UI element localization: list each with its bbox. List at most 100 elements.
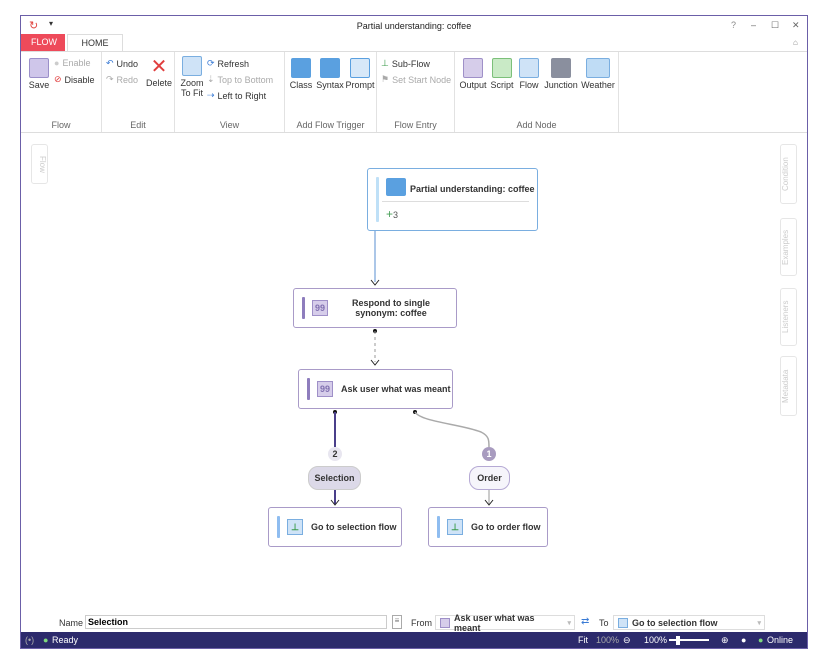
delete-button[interactable]: ✕Delete: [146, 56, 172, 88]
save-button[interactable]: Save: [27, 58, 51, 90]
output-node-ask[interactable]: 99 Ask user what was meant: [298, 369, 453, 409]
class-label: Class: [289, 80, 313, 90]
check-icon: ●: [54, 58, 60, 68]
script-label: Script: [490, 80, 514, 90]
node-bar: [376, 177, 379, 222]
prompt-trigger-button[interactable]: Prompt: [345, 58, 375, 90]
prompt-label: Prompt: [345, 80, 375, 90]
zoom-slider-thumb[interactable]: [676, 636, 680, 645]
to-fit-label: To Fit: [180, 88, 203, 98]
weather-icon: [586, 58, 610, 78]
ribbon-group-add-node: Output Script Flow Junction Weather Add …: [455, 52, 619, 132]
help-button[interactable]: ?: [731, 20, 737, 30]
set-start-node-button[interactable]: ⚑Set Start Node: [381, 74, 451, 85]
to-select[interactable]: Go to selection flow▾: [613, 615, 765, 630]
flow-icon: [519, 58, 539, 78]
refresh-label: Refresh: [217, 58, 250, 69]
set-start-label: Set Start Node: [392, 74, 452, 85]
node-title: Go to selection flow: [311, 522, 397, 532]
syntax-icon: [320, 58, 340, 78]
close-button[interactable]: ✕: [792, 20, 800, 30]
ribbon-group-edit: ↶Undo ↷Redo ✕Delete Edit: [102, 52, 175, 132]
from-value: Ask user what was meant: [454, 612, 535, 633]
syntax-trigger-button[interactable]: Syntax: [315, 58, 345, 90]
undo-label: Undo: [116, 58, 139, 69]
node-title: Ask user what was meant: [341, 384, 451, 394]
ribbon-group-trigger: Class Syntax Prompt Add Flow Trigger: [285, 52, 377, 132]
ribbon: Save ●Enable ⊘Disable Flow ↶Undo ↷Redo ✕…: [21, 51, 807, 133]
app-window: ↻ ▾ Partial understanding: coffee ? – ☐ …: [20, 15, 808, 649]
status-text: Ready: [52, 635, 79, 645]
minimize-button[interactable]: –: [751, 20, 757, 30]
arrow-icon: [370, 279, 380, 286]
top-bottom-label: Top to Bottom: [217, 74, 274, 85]
node-title: Respond to single synonym: coffee: [351, 298, 430, 318]
add-script-button[interactable]: Script: [489, 58, 515, 90]
to-value: Go to selection flow: [632, 617, 718, 628]
disable-icon: ⊘: [54, 74, 62, 84]
from-label: From: [411, 618, 432, 628]
prompt-icon: [350, 58, 370, 78]
refresh-button[interactable]: ⟳Refresh: [207, 58, 249, 69]
notes-icon[interactable]: ≡: [392, 615, 402, 629]
fit-button[interactable]: Fit: [578, 635, 588, 645]
undo-icon: ↶: [106, 58, 114, 68]
from-select[interactable]: Ask user what was meant▾: [435, 612, 575, 633]
enable-button[interactable]: ●Enable: [54, 58, 90, 68]
disable-button[interactable]: ⊘Disable: [54, 74, 95, 85]
zoom-slider[interactable]: [669, 639, 709, 641]
online-dot-icon: ●: [758, 635, 764, 645]
group-label: View: [219, 120, 240, 130]
redo-button[interactable]: ↷Redo: [106, 74, 138, 85]
add-weather-button[interactable]: Weather: [579, 58, 617, 90]
ready-dot-icon: ●: [43, 635, 49, 645]
zoom-level: 100%: [644, 635, 668, 645]
zoom-out-icon[interactable]: ⊖: [623, 635, 631, 645]
zoom-in-icon[interactable]: ⊕: [721, 635, 729, 645]
group-label: Flow: [51, 120, 71, 130]
flow-canvas[interactable]: Flow Condition Examples Listeners Metada…: [21, 134, 807, 614]
zoom-100-button[interactable]: 100%: [596, 635, 620, 645]
name-label: Name: [59, 618, 84, 628]
flow-node-order[interactable]: ⊥ Go to order flow: [428, 507, 548, 547]
sub-flow-button[interactable]: ⊥Sub-Flow: [381, 58, 430, 69]
tab-flow[interactable]: FLOW: [21, 34, 65, 51]
delete-icon: ✕: [150, 56, 168, 78]
maximize-button[interactable]: ☐: [771, 20, 780, 30]
quick-access-dropdown[interactable]: ▾: [49, 19, 54, 28]
group-label: Add Flow Trigger: [296, 120, 365, 130]
chat-icon[interactable]: ●: [741, 635, 747, 645]
flow-side-tab[interactable]: Flow: [31, 144, 48, 184]
junction-label: Junction: [544, 80, 578, 90]
name-input[interactable]: [85, 615, 387, 629]
output-node-respond[interactable]: 99 Respond to single synonym: coffee: [293, 288, 457, 328]
add-junction-button[interactable]: Junction: [543, 58, 579, 90]
flow-node-selection[interactable]: ⊥ Go to selection flow: [268, 507, 402, 547]
output-icon: [440, 617, 450, 628]
app-logo-icon: ↻: [29, 20, 39, 32]
collapse-ribbon-icon[interactable]: ⌂: [793, 38, 798, 47]
enable-label: Enable: [62, 58, 91, 68]
syntax-icon: [386, 178, 406, 196]
swap-icon[interactable]: ⇄: [581, 616, 590, 627]
connector: [414, 411, 490, 448]
add-output-button[interactable]: Output: [459, 58, 487, 90]
output-label: Output: [459, 80, 487, 90]
add-flow-button[interactable]: Flow: [517, 58, 541, 90]
left-to-right-button[interactable]: ⇢Left to Right: [207, 90, 266, 101]
undo-button[interactable]: ↶Undo: [106, 58, 138, 69]
branch-order-badge: 1: [482, 447, 496, 461]
zoom-fit-icon: [182, 56, 202, 76]
top-to-bottom-button[interactable]: ⇣Top to Bottom: [207, 74, 273, 85]
branch-selection[interactable]: Selection: [308, 466, 361, 490]
tab-home[interactable]: HOME: [67, 34, 123, 51]
divider: [382, 201, 529, 202]
zoom-label: Zoom: [180, 78, 204, 88]
output-icon: [463, 58, 483, 78]
class-trigger-button[interactable]: Class: [288, 58, 314, 90]
branch-order[interactable]: Order: [469, 466, 510, 490]
trigger-node[interactable]: Partial understanding: coffee +3: [367, 168, 538, 231]
junction-icon: [551, 58, 571, 78]
